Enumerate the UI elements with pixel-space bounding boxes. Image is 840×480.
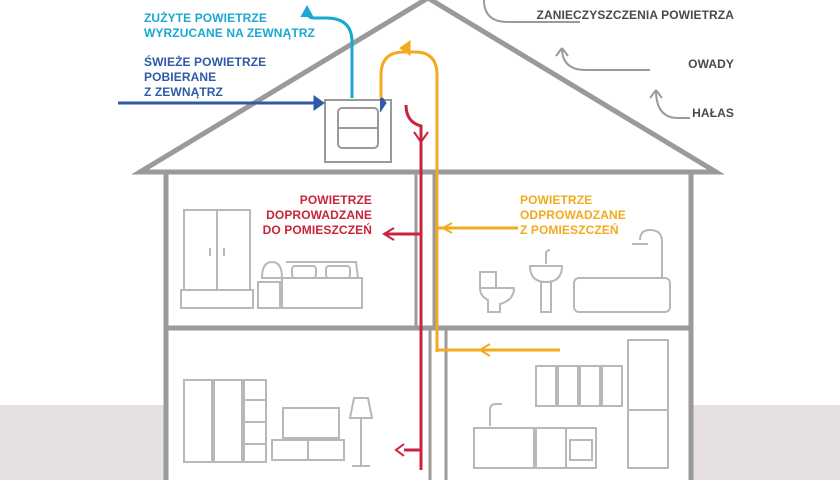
extract-air-ducts (379, 40, 560, 357)
bedside-lamp-icon (257, 260, 284, 309)
tv-icon (271, 407, 345, 461)
extract-air-label: POWIETRZE ODPROWADZANE Z POMIESZCZEŃ (520, 193, 626, 237)
bed-icon (281, 261, 363, 309)
kitchen-cabinets-icon (473, 365, 623, 469)
filter-noise-label: HAŁAS (692, 106, 734, 120)
supply-air-ducts (382, 104, 429, 470)
bathtub-icon (573, 277, 671, 313)
washbasin-icon (528, 249, 564, 313)
floor-lamp-icon (348, 397, 374, 467)
stove-icon (565, 427, 597, 469)
toilet-icon (478, 271, 516, 313)
wardrobe-icon (180, 209, 254, 309)
fridge-icon (627, 339, 669, 469)
shower-icon (632, 228, 663, 278)
wardrobe-lower-icon (183, 379, 267, 463)
fresh-air-arrow (118, 93, 387, 113)
exhaust-air-arrow (300, 4, 354, 98)
house-outline (131, 0, 725, 480)
filter-insects-label: OWADY (688, 57, 734, 71)
exhaust-air-label: ZUŻYTE POWIETRZE WYRZUCANE NA ZEWNĄTRZ (144, 11, 315, 40)
fresh-air-label: ŚWIEŻE POWIETRZE POBIERANE Z ZEWNĄTRZ (144, 55, 267, 99)
filter-arrows (483, 0, 690, 119)
kitchen-sink-icon (489, 403, 502, 426)
filter-pollution-label: ZANIECZYSZCZENIA POWIETRZA (536, 8, 734, 22)
supply-air-label: POWIETRZE DOPROWADZANE DO POMIESZCZEŃ (262, 193, 372, 237)
